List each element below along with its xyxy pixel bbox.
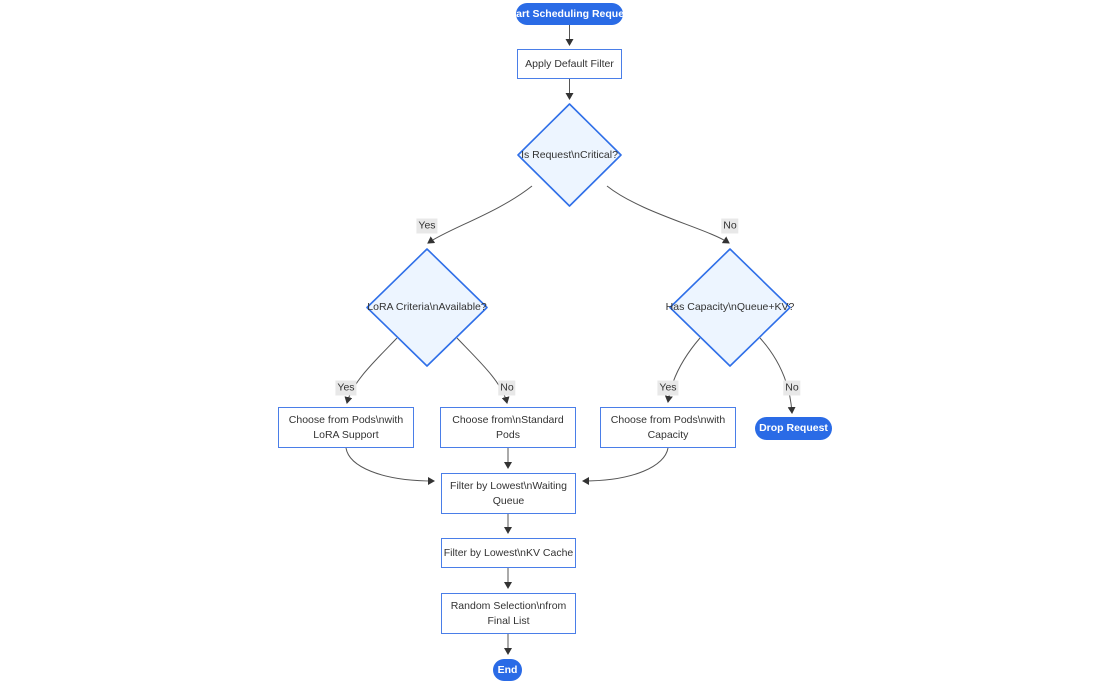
- edge-label-lora-no: No: [498, 380, 516, 396]
- node-drop-request: Drop Request: [755, 417, 832, 440]
- node-filter-lowest-kv-cache: Filter by Lowest\nKV Cache: [441, 538, 576, 568]
- edge-label-capacity-yes: Yes: [657, 380, 679, 396]
- node-apply-default-filter-label: Apply Default Filter: [525, 57, 614, 70]
- edge-choose-lora-filter: [345, 447, 435, 485]
- node-is-request-critical-label: Is Request\nCritical?: [521, 148, 618, 161]
- node-filter-lowest-waiting-queue-label: Filter by Lowest\nWaiting Queue: [450, 479, 567, 507]
- diamond-shape: [366, 248, 488, 367]
- edge-critical-lora: [427, 185, 533, 244]
- edge-label-lora-yes: Yes: [335, 380, 357, 396]
- node-apply-default-filter: Apply Default Filter: [517, 49, 622, 79]
- node-random-selection: Random Selection\nfrom Final List: [441, 593, 576, 634]
- node-start: Start Scheduling Request: [506, 3, 633, 25]
- node-choose-pods-lora-support-label: Choose from Pods\nwith LoRA Support: [288, 413, 404, 441]
- node-choose-pods-capacity: Choose from Pods\nwith Capacity: [600, 407, 736, 448]
- diamond-shape: [669, 248, 791, 367]
- edge-label-capacity-no: No: [783, 380, 801, 396]
- node-is-request-critical: Is Request\nCritical?: [517, 103, 622, 207]
- edge-choose-cap-filter: [582, 447, 669, 485]
- edge-critical-capacity: [606, 185, 730, 244]
- node-lora-criteria-available-label: LoRA Criteria\nAvailable?: [367, 301, 487, 313]
- node-choose-pods-lora-support: Choose from Pods\nwith LoRA Support: [278, 407, 414, 448]
- edge-label-critical-yes: Yes: [416, 218, 438, 234]
- node-lora-criteria-available: LoRA Criteria\nAvailable?: [366, 248, 488, 367]
- node-filter-lowest-kv-cache-label: Filter by Lowest\nKV Cache: [443, 546, 574, 559]
- diamond-shape: [517, 103, 622, 207]
- edge-capacity-drop: [759, 337, 796, 414]
- node-choose-standard-pods: Choose from\nStandard Pods: [440, 407, 576, 448]
- node-drop-request-label: Drop Request: [759, 422, 828, 434]
- node-filter-lowest-waiting-queue: Filter by Lowest\nWaiting Queue: [441, 473, 576, 514]
- edge-capacity-choose-cap: [664, 337, 701, 403]
- edge-lora-choose-std: [456, 337, 510, 404]
- edge-label-critical-no: No: [721, 218, 739, 234]
- node-start-label: Start Scheduling Request: [505, 7, 634, 20]
- node-has-capacity-label: Has Capacity\nQueue+KV?: [665, 301, 795, 313]
- node-has-capacity: Has Capacity\nQueue+KV?: [666, 248, 794, 367]
- edge-lora-choose-lora: [344, 337, 398, 404]
- node-end: End: [493, 659, 522, 681]
- node-choose-pods-capacity-label: Choose from Pods\nwith Capacity: [610, 413, 726, 441]
- node-end-label: End: [497, 663, 518, 676]
- node-random-selection-label: Random Selection\nfrom Final List: [450, 599, 567, 627]
- node-choose-standard-pods-label: Choose from\nStandard Pods: [452, 413, 564, 441]
